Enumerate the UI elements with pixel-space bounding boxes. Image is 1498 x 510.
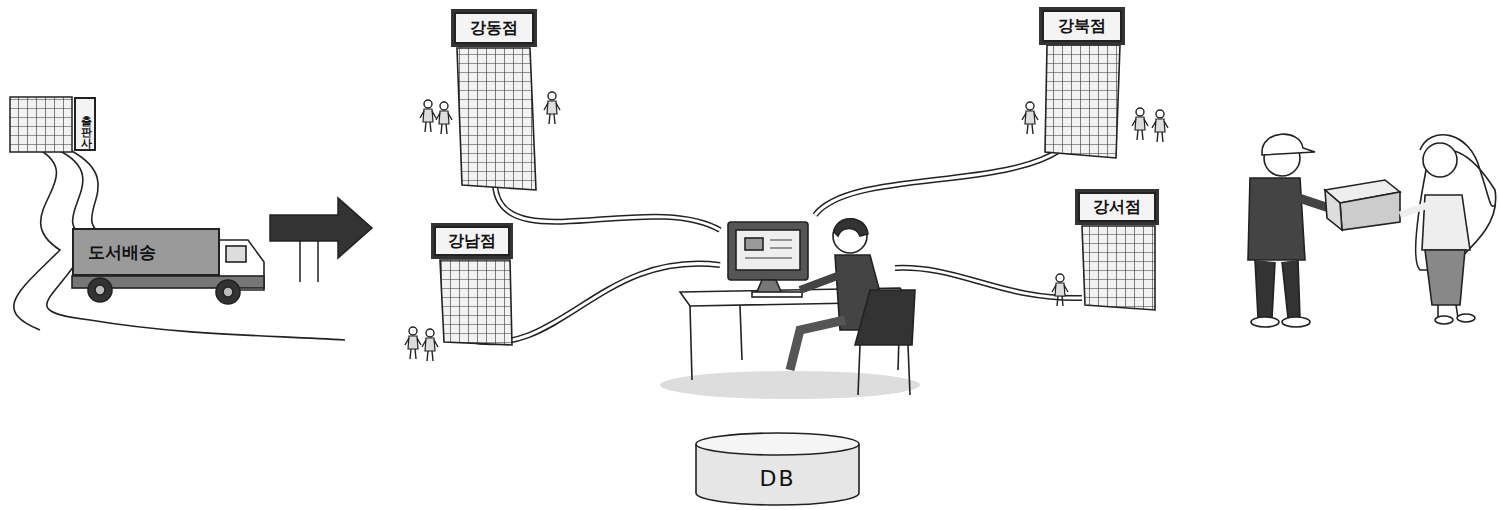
network-cable [470,150,1082,342]
customer [1400,135,1496,324]
store-building [440,45,1155,345]
store-sign: 강북점 [1042,10,1122,42]
store-sign: 강서점 [1078,192,1156,222]
office-sign: 출판사 [74,97,96,151]
building [10,97,72,152]
database-cylinder: DB [695,432,860,506]
parcel-box [1325,180,1400,230]
road [14,150,345,340]
delivery-person [1248,134,1335,327]
node-label: 강동점 [470,18,518,39]
node-label: 출판사 [78,108,93,141]
direction-arrow [270,198,372,282]
node-label: DB [759,466,795,491]
store-sign: 강동점 [454,12,534,44]
store-sign: 강남점 [434,226,510,256]
node-label: 도서배송 [88,241,156,264]
node-label: 강북점 [1058,16,1106,37]
operator-desk [660,219,920,399]
node-label: 강남점 [448,231,496,252]
node-label: 강서점 [1093,197,1141,218]
truck-cargo-box: 도서배송 [72,228,220,276]
people [405,92,1168,361]
